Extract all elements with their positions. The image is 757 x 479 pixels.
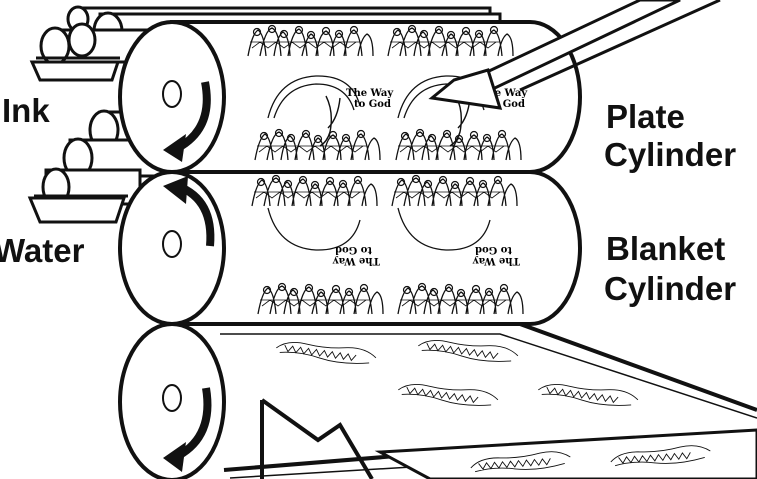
blanket-title-right-line1: The Way <box>472 255 520 266</box>
water-label: Water <box>0 232 84 270</box>
plate-title-line2: to God <box>354 99 391 110</box>
blanket-title-line1: The Way <box>332 255 380 266</box>
blanket-cylinder: The Way to God The Way to God <box>120 172 580 324</box>
plate-cylinder-label-line2: Cylinder <box>604 136 736 174</box>
blanket-title-line2: to God <box>335 244 372 255</box>
blanket-cylinder-label-line1: Blanket <box>606 230 725 268</box>
plate-title-line1: The Way <box>346 88 394 99</box>
ink-label: Ink <box>2 92 50 130</box>
blanket-cylinder-label-line2: Cylinder <box>604 270 736 308</box>
blanket-title-right-line2: to God <box>475 244 512 255</box>
plate-cylinder: The Way to God The Way to God <box>120 22 580 172</box>
plate-cylinder-label-line1: Plate <box>606 98 685 136</box>
